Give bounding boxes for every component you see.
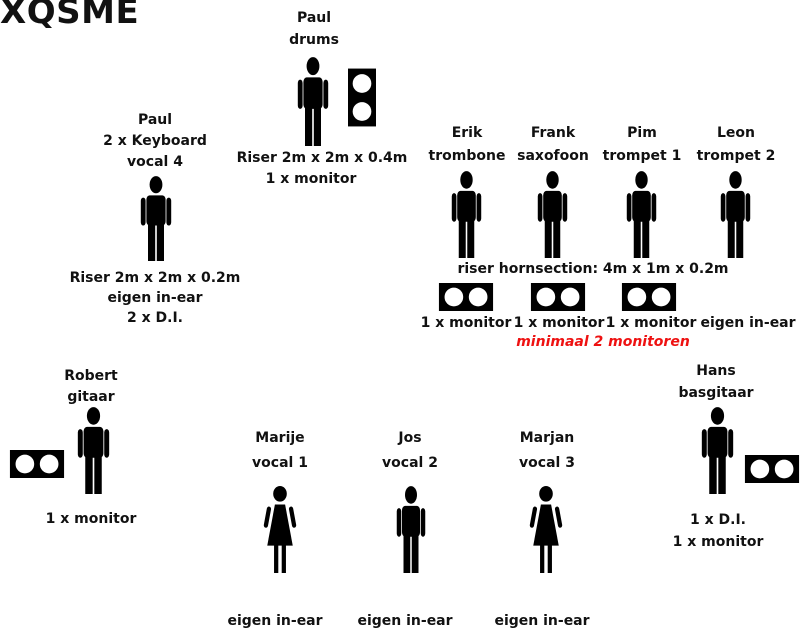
robert-name: Robert: [64, 368, 118, 384]
hans-monitor-label: 1 x monitor: [672, 534, 764, 550]
monitor-icon: [348, 66, 376, 129]
marije-name: Marije: [255, 430, 305, 446]
erik-name: Erik: [451, 125, 483, 141]
pim-instrument: trompet 1: [602, 148, 682, 164]
paul-drums-instrument: drums: [289, 32, 339, 48]
leon-name: Leon: [716, 125, 756, 141]
robert-monitor-label: 1 x monitor: [45, 511, 137, 527]
drums-riser-label: Riser 2m x 2m x 0.4m: [236, 150, 408, 166]
female-person-icon: [263, 485, 297, 573]
person-icon: [297, 56, 329, 146]
erik-instrument: trombone: [428, 148, 506, 164]
drums-monitor-label: 1 x monitor: [265, 171, 357, 187]
marjan-inear-label: eigen in-ear: [494, 613, 590, 629]
marije-inear-label: eigen in-ear: [227, 613, 323, 629]
marije-vocal: vocal 1: [252, 455, 308, 471]
keys-di-label: 2 x D.I.: [127, 310, 183, 326]
horn-riser-label: riser hornsection: 4m x 1m x 0.2m: [457, 261, 729, 277]
paul-keys-instrument: 2 x Keyboard: [103, 133, 207, 149]
horn-inear-label: eigen in-ear: [700, 315, 796, 331]
hans-instrument: basgitaar: [678, 385, 754, 401]
monitor-icon: [744, 455, 800, 483]
person-icon: [720, 170, 751, 258]
person-icon: [701, 406, 734, 494]
hans-di-label: 1 x D.I.: [690, 512, 746, 528]
person-icon: [451, 170, 482, 258]
person-icon: [77, 406, 110, 494]
person-icon: [140, 175, 172, 261]
jos-vocal: vocal 2: [382, 455, 438, 471]
female-person-icon: [529, 485, 563, 573]
robert-instrument: gitaar: [67, 389, 115, 405]
frank-instrument: saxofoon: [517, 148, 589, 164]
horn-minimum-warning: minimaal 2 monitoren: [516, 334, 690, 350]
person-icon: [626, 170, 657, 258]
jos-inear-label: eigen in-ear: [357, 613, 453, 629]
keys-riser-label: Riser 2m x 2m x 0.2m: [69, 270, 241, 286]
hans-name: Hans: [696, 363, 736, 379]
horn-monitor-3-label: 1 x monitor: [605, 315, 697, 331]
pim-name: Pim: [627, 125, 657, 141]
marjan-name: Marjan: [519, 430, 575, 446]
leon-instrument: trompet 2: [696, 148, 776, 164]
person-icon: [537, 170, 568, 258]
horn-monitor-1-label: 1 x monitor: [420, 315, 512, 331]
paul-keys-vocal: vocal 4: [127, 154, 183, 170]
paul-drums-name: Paul: [296, 10, 332, 26]
page-title: XQSME: [0, 0, 140, 32]
frank-name: Frank: [530, 125, 576, 141]
person-icon: [396, 485, 426, 573]
monitor-icon: [437, 283, 495, 311]
monitor-icon: [8, 450, 66, 478]
keys-inear-label: eigen in-ear: [107, 290, 203, 306]
paul-keys-name: Paul: [137, 112, 173, 128]
marjan-vocal: vocal 3: [519, 455, 575, 471]
monitor-icon: [529, 283, 587, 311]
jos-name: Jos: [398, 430, 422, 446]
horn-monitor-2-label: 1 x monitor: [513, 315, 605, 331]
monitor-icon: [620, 283, 678, 311]
